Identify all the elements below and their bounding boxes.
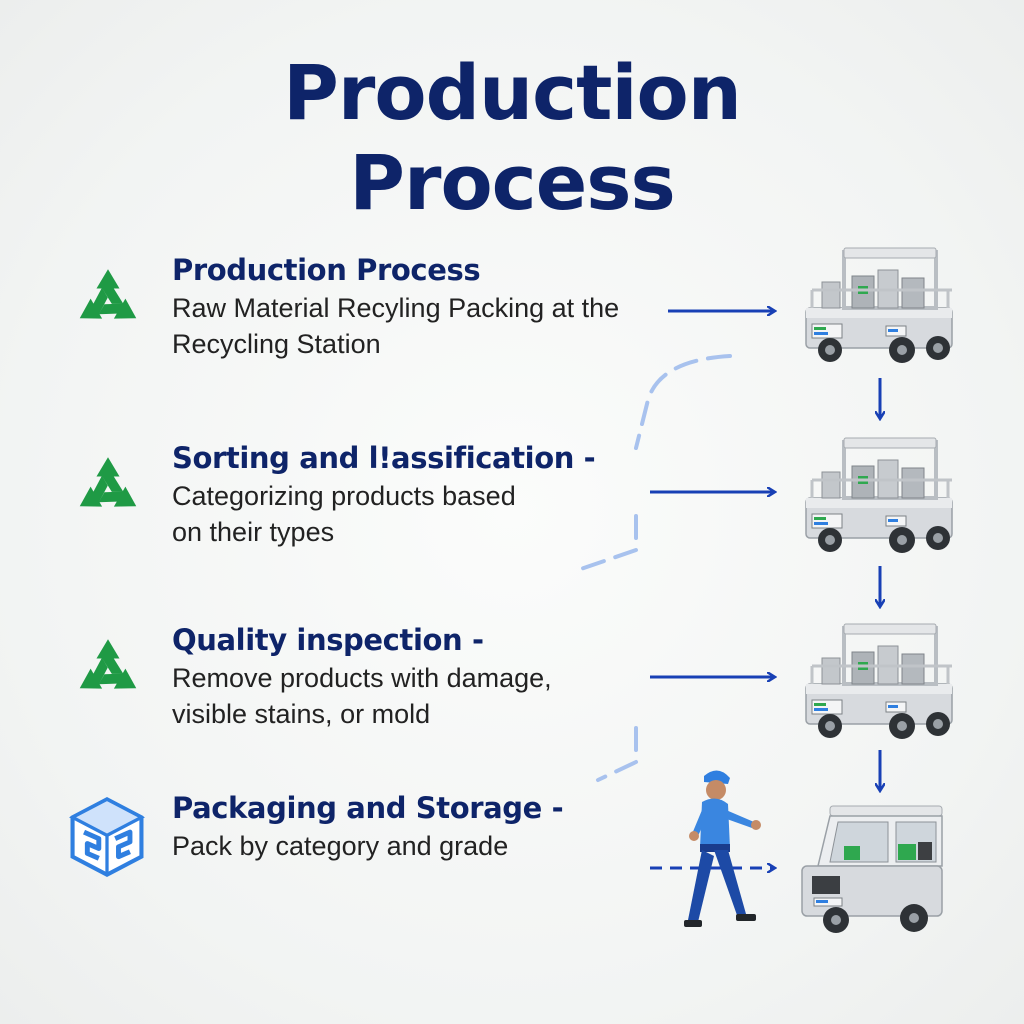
step-description: Pack by category and grade: [172, 831, 509, 861]
step-heading: Quality inspection -: [172, 623, 484, 657]
step-heading: Packaging and Storage -: [172, 791, 564, 825]
cargo-vehicle-icon: [804, 246, 954, 365]
cargo-vehicle-icon: [804, 622, 954, 741]
step-description: Remove products with damage, visible sta…: [172, 663, 552, 729]
step-description: Categorizing products based on their typ…: [172, 481, 516, 547]
title-line-2: Process: [349, 138, 675, 227]
step-description: Raw Material Recyling Packing at the Rec…: [172, 293, 620, 359]
cargo-vehicle-icon: [804, 436, 954, 555]
dashed-connector: [596, 726, 638, 782]
title-line-1: Production: [283, 48, 742, 137]
step-heading: Production Process: [172, 253, 481, 287]
recycle-icon: [72, 269, 143, 332]
worker-figure-icon: [684, 770, 761, 927]
recycle-icon: [72, 639, 143, 702]
recycle-icon: [72, 457, 143, 520]
dashed-connector: [576, 514, 638, 572]
page-title: Production Process: [0, 48, 1024, 228]
delivery-vehicle-icon: [801, 805, 943, 933]
step-heading: Sorting and l!assification -: [172, 441, 596, 475]
package-cube-icon: [69, 796, 145, 878]
dashed-connector: [634, 354, 732, 450]
